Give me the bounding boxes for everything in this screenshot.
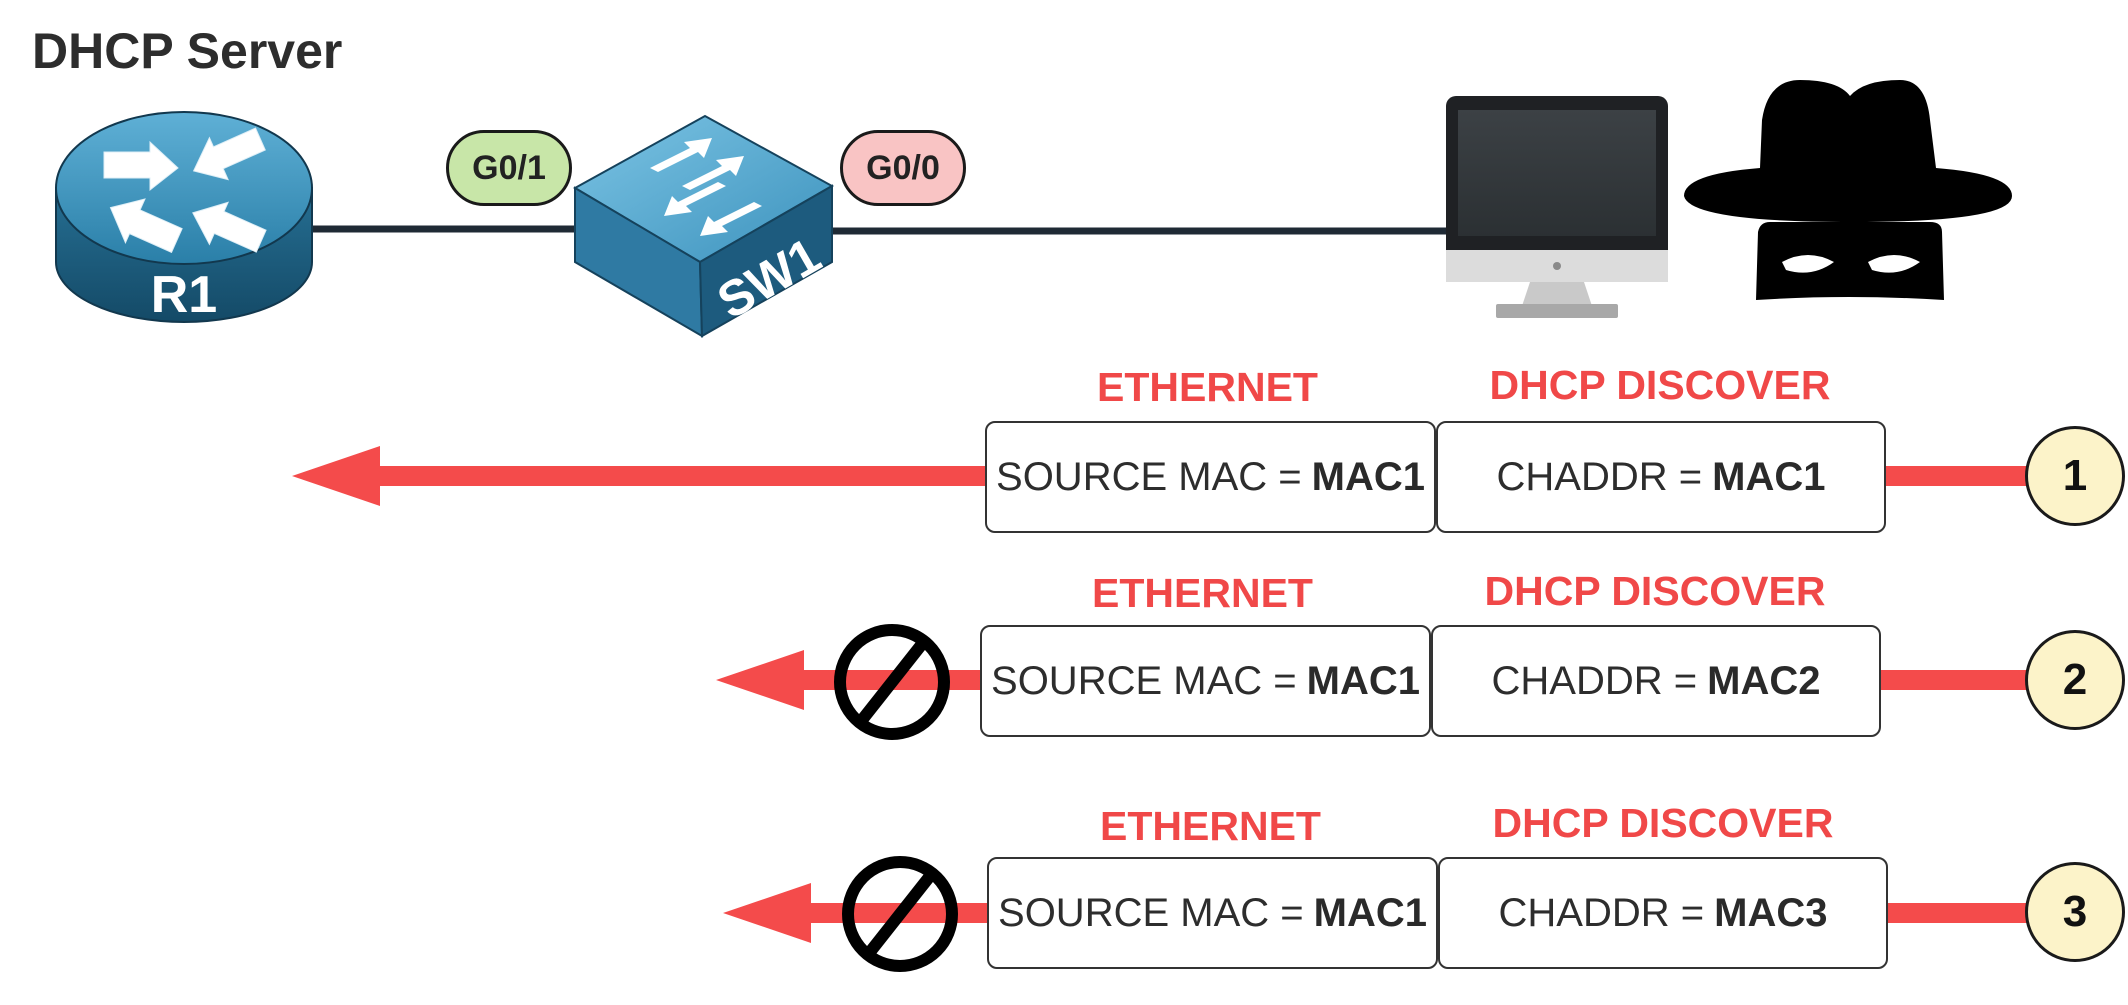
source-mac-label: SOURCE MAC = [998,890,1304,935]
switch-icon: SW1 [572,114,835,338]
source-mac-label: SOURCE MAC = [991,658,1297,703]
ethernet-header-1: ETHERNET [1097,364,1318,410]
ethernet-header-2: ETHERNET [1092,570,1313,616]
step-number-1: 1 [2025,426,2125,526]
chaddr-label: CHADDR = [1491,658,1698,703]
dhcp-header-1: DHCP DISCOVER [1489,362,1831,408]
ethernet-header-3: ETHERNET [1100,803,1321,849]
router-icon: R1 [55,111,313,324]
ethernet-frame-box-2: SOURCE MAC =MAC1 [980,625,1431,737]
dhcp-header-2: DHCP DISCOVER [1484,568,1826,614]
chaddr-label: CHADDR = [1496,454,1703,499]
source-mac-value: MAC1 [1311,454,1425,499]
no-entry-icon [842,856,958,972]
chaddr-label: CHADDR = [1498,890,1705,935]
page-title: DHCP Server [32,23,343,79]
dhcp-discover-box-2: CHADDR =MAC2 [1431,625,1881,737]
source-mac-value: MAC1 [1306,658,1420,703]
step-number-2: 2 [2025,630,2125,730]
dhcp-header-3: DHCP DISCOVER [1492,800,1834,846]
source-mac-value: MAC1 [1313,890,1427,935]
port-label-g0-0: G0/0 [840,130,966,206]
no-entry-icon [834,624,950,740]
source-mac-label: SOURCE MAC = [996,454,1302,499]
chaddr-value: MAC2 [1707,658,1821,703]
dhcp-discover-box-1: CHADDR =MAC1 [1436,421,1886,533]
router-label: R1 [151,266,217,324]
ethernet-frame-box-3: SOURCE MAC =MAC1 [987,857,1438,969]
network-topology: R1 SW1 [55,80,2012,338]
spy-hacker-icon [1684,80,2012,300]
computer-icon [1446,96,1668,318]
dhcp-discover-box-3: CHADDR =MAC3 [1438,857,1888,969]
port-label-g0-1: G0/1 [446,130,572,206]
chaddr-value: MAC1 [1712,454,1826,499]
ethernet-frame-box-1: SOURCE MAC =MAC1 [985,421,1436,533]
step-number-3: 3 [2025,862,2125,962]
chaddr-value: MAC3 [1714,890,1828,935]
